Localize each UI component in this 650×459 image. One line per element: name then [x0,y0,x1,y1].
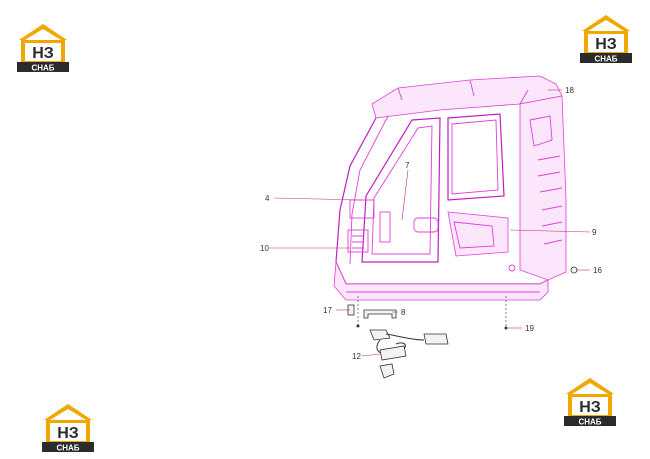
logo-caption-text: СНАБ [56,444,79,453]
callout-7: 7 [405,161,410,170]
logo-mark-text: НЗ [57,425,79,442]
logo-mark-text: НЗ [579,399,601,416]
callout-16: 16 [593,266,602,275]
callout-9: 9 [592,228,597,237]
logo-top-left: НЗ СНАБ [15,22,71,72]
logo-mark-text: НЗ [32,45,54,62]
logo-mark-text: НЗ [595,36,617,53]
callout-8: 8 [401,308,406,317]
cab-body [333,75,578,301]
callout-4: 4 [265,194,270,203]
callout-19: 19 [525,324,534,333]
callout-10: 10 [260,244,269,253]
logo-top-right: НЗ СНАБ [578,13,634,63]
logo-caption-text: СНАБ [578,418,601,427]
logo-caption-text: СНАБ [31,64,54,73]
callout-18: 18 [565,86,574,95]
logo-caption-text: СНАБ [594,55,617,64]
callout-labels: 4 7 8 9 10 12 16 17 18 19 [260,86,602,361]
callout-17: 17 [323,306,332,315]
callout-12: 12 [352,352,361,361]
logo-bottom-left: НЗ СНАБ [40,402,96,452]
leader-lines [270,89,591,357]
loose-parts [347,296,508,379]
logo-bottom-right: НЗ СНАБ [562,376,618,426]
